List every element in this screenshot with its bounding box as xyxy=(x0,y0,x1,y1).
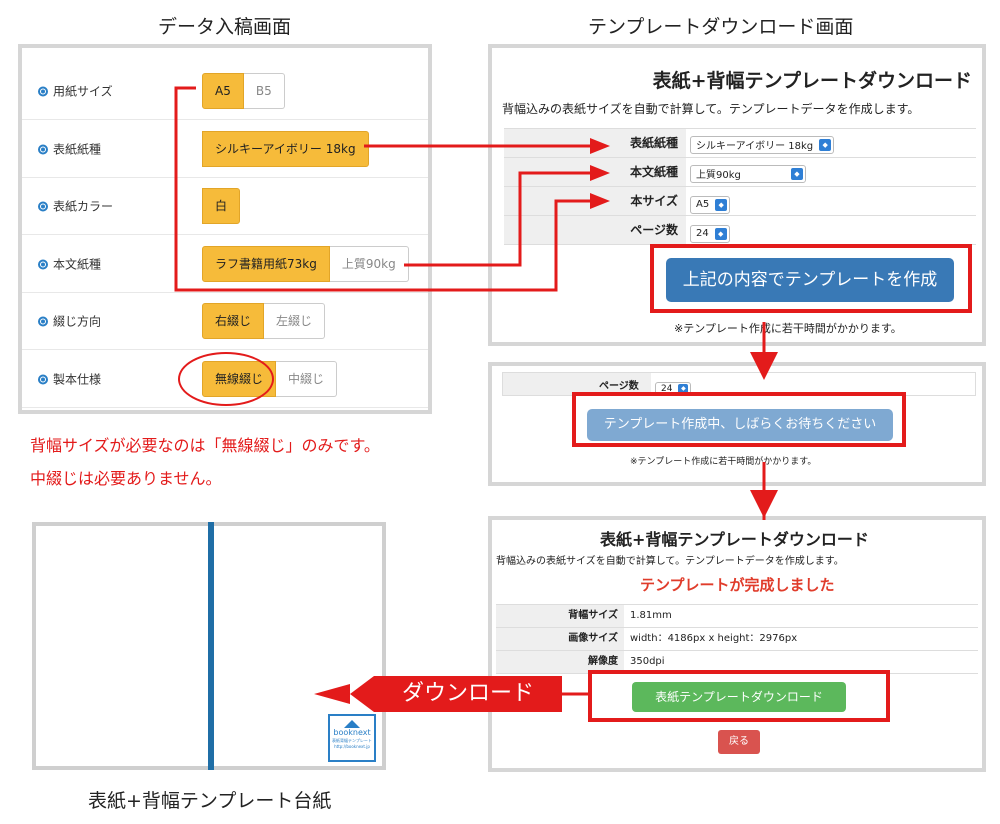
select-arrow-icon: ◆ xyxy=(819,138,832,151)
form-label-text: 本文紙種 xyxy=(53,257,102,271)
binding-type-option[interactable]: 中綴じ xyxy=(276,360,338,397)
select-arrow-icon: ◆ xyxy=(791,167,803,180)
form-label-body-paper: 本文紙種 xyxy=(38,255,101,272)
form-label-binding-type: 製本仕様 xyxy=(38,370,101,387)
field-row-page-count: ページ数 24◆ xyxy=(504,216,976,245)
body-paper-option[interactable]: ラフ書籍用紙73kg xyxy=(202,245,330,282)
form-row-cover-color: 表紙カラー 白 xyxy=(22,178,428,235)
result-value: 350dpi xyxy=(624,651,978,673)
radio-bullet-icon xyxy=(38,374,48,384)
create-button-highlight xyxy=(650,244,972,313)
result-table: 背幅サイズ 1.81mm 画像サイズ width：4186px x height：2… xyxy=(496,604,978,674)
form-label-text: 表紙紙種 xyxy=(53,142,102,156)
field-label: 本文紙種 xyxy=(629,165,678,179)
binding-warning-line2: 中綴じは必要ありません。 xyxy=(30,469,222,488)
processing-status-highlight xyxy=(572,392,906,447)
book-size-select[interactable]: A5◆ xyxy=(690,195,731,214)
field-label: 本サイズ xyxy=(630,194,678,208)
template-download-caption: テンプレートダウンロード画面 xyxy=(588,16,854,38)
form-label-text: 綴じ方向 xyxy=(53,314,102,329)
processing-status-button: テンプレート作成中、しばらくお待ちください xyxy=(587,409,893,441)
create-template-button[interactable]: 上記の内容でテンプレートを作成 xyxy=(666,258,954,302)
stamp-brand: booknext xyxy=(333,728,371,737)
field-row-cover-paper: 表紙紙種 シルキーアイボリー 18kg◆ xyxy=(504,129,976,158)
select-arrow-icon: ◆ xyxy=(715,198,728,211)
data-entry-caption: データ入稿画面 xyxy=(158,16,292,38)
template-field-table: 表紙紙種 シルキーアイボリー 18kg◆ 本文紙種 上質90kg◆ 本サイズ A… xyxy=(504,128,976,245)
processing-page-label: ページ数 xyxy=(599,381,639,392)
form-label-cover-paper: 表紙紙種 xyxy=(38,140,101,157)
result-label: 画像サイズ xyxy=(568,633,618,644)
cover-paper-options: シルキーアイボリー 18kg xyxy=(202,130,369,167)
result-label: 背幅サイズ xyxy=(568,610,618,621)
field-row-book-size: 本サイズ A5◆ xyxy=(504,187,976,216)
processing-time-note: ※テンプレート作成に若干時間がかかります。 xyxy=(630,457,817,467)
result-row-spine: 背幅サイズ 1.81mm xyxy=(496,605,978,628)
template-sheet: booknext 表紙背幅テンプレート http://booknext.jp xyxy=(32,522,386,770)
form-label-text: 用紙サイズ xyxy=(53,84,113,99)
select-arrow-icon: ◆ xyxy=(678,384,689,394)
spine-line xyxy=(208,522,214,770)
result-value: 1.81mm xyxy=(624,605,978,627)
form-label-text: 表紙カラー xyxy=(53,199,114,214)
cover-paper-select[interactable]: シルキーアイボリー 18kg◆ xyxy=(690,135,835,154)
radio-bullet-icon xyxy=(38,144,48,154)
select-arrow-icon: ◆ xyxy=(714,227,727,240)
cover-color-option[interactable]: 白 xyxy=(202,188,241,224)
template-sheet-caption: 表紙+背幅テンプレート台紙 xyxy=(88,790,332,812)
complete-message: テンプレートが完成しました xyxy=(640,576,835,594)
download-arrow-label: ダウンロード xyxy=(374,676,562,712)
field-row-body-paper: 本文紙種 上質90kg◆ xyxy=(504,158,976,187)
flow-arrowhead-2 xyxy=(750,490,778,518)
radio-bullet-icon xyxy=(38,86,48,97)
stamp-line2: http://booknext.jp xyxy=(334,744,370,749)
binding-direction-option[interactable]: 右綴じ xyxy=(202,303,265,339)
result-title: 表紙+背幅テンプレートダウンロード xyxy=(600,530,869,549)
download-button-highlight xyxy=(588,670,890,722)
template-subtitle: 背幅込みの表紙サイズを自動で計算して。テンプレートデータを作成します。 xyxy=(502,102,920,116)
field-label: 表紙紙種 xyxy=(629,136,678,150)
binding-warning-line1: 背幅サイズが必要なのは「無線綴じ」のみです。 xyxy=(30,436,380,455)
book-icon xyxy=(344,720,360,728)
binding-highlight-ellipse xyxy=(178,352,274,406)
download-template-button[interactable]: 表紙テンプレートダウンロード xyxy=(632,682,846,712)
stamp-line1: 表紙背幅テンプレート xyxy=(332,738,372,743)
form-row-binding-direction: 綴じ方向 右綴じ左綴じ xyxy=(22,293,428,350)
binding-direction-option[interactable]: 左綴じ xyxy=(264,303,326,339)
form-row-cover-paper: 表紙紙種 シルキーアイボリー 18kg xyxy=(22,121,428,178)
paper-size-option[interactable]: A5 xyxy=(202,73,244,109)
result-label: 解像度 xyxy=(588,656,618,667)
field-label: ページ数 xyxy=(630,223,678,237)
page-count-select[interactable]: 24◆ xyxy=(690,224,730,243)
template-title: 表紙+背幅テンプレートダウンロード xyxy=(652,70,972,92)
form-label-text: 製本仕様 xyxy=(53,372,102,386)
form-label-cover-color: 表紙カラー xyxy=(38,198,113,215)
booknext-stamp: booknext 表紙背幅テンプレート http://booknext.jp xyxy=(328,714,376,762)
cover-color-options: 白 xyxy=(202,188,241,224)
template-form-panel: 表紙+背幅テンプレートダウンロード 背幅込みの表紙サイズを自動で計算して。テンプ… xyxy=(488,44,986,346)
form-label-binding-direction: 綴じ方向 xyxy=(38,313,101,330)
binding-direction-options: 右綴じ左綴じ xyxy=(202,303,326,339)
radio-bullet-icon xyxy=(38,201,48,212)
body-paper-option[interactable]: 上質90kg xyxy=(329,245,409,282)
radio-bullet-icon xyxy=(38,316,48,327)
result-subtitle: 背幅込みの表紙サイズを自動で計算して。テンプレートデータを作成します。 xyxy=(496,556,844,567)
result-value: width：4186px x height：2976px xyxy=(624,628,978,650)
template-time-note: ※テンプレート作成に若干時間がかかります。 xyxy=(674,322,902,335)
cover-paper-option[interactable]: シルキーアイボリー 18kg xyxy=(202,130,369,167)
paper-size-option[interactable]: B5 xyxy=(243,73,285,109)
result-panel: 表紙+背幅テンプレートダウンロード 背幅込みの表紙サイズを自動で計算して。テンプ… xyxy=(488,516,986,772)
form-label-paper-size: 用紙サイズ xyxy=(38,83,113,100)
back-button[interactable]: 戻る xyxy=(718,730,760,754)
radio-bullet-icon xyxy=(38,259,48,269)
body-paper-select[interactable]: 上質90kg◆ xyxy=(690,164,806,183)
result-row-image-size: 画像サイズ width：4186px x height：2976px xyxy=(496,628,978,651)
